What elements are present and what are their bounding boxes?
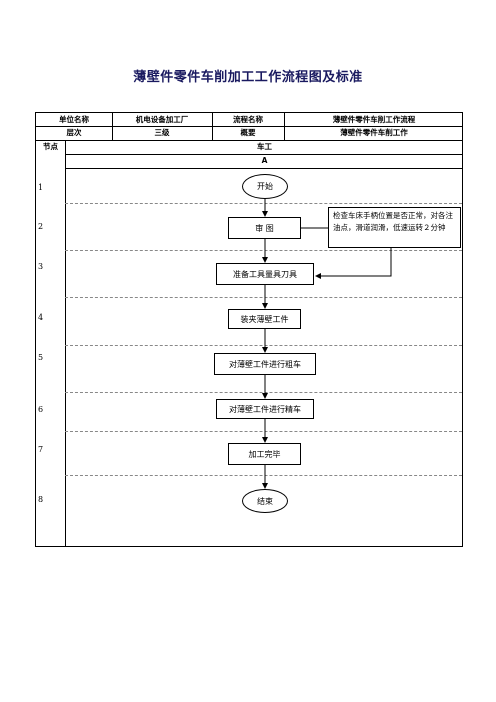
row-separator: [65, 392, 462, 393]
finish-turning-node: 对薄壁工件进行精车: [216, 399, 314, 419]
inspection-note: 检查车床手柄位置是否正常，对各注油点，滑道润滑，低速运转２分钟: [328, 207, 461, 248]
process-name-label: 流程名称: [233, 115, 263, 124]
unit-name-value: 机电设备加工厂: [135, 115, 189, 124]
divider: [36, 126, 462, 127]
level-value: 三级: [154, 128, 170, 137]
flow-arrows: [262, 199, 392, 489]
clamp-workpiece-node: 装夹薄壁工件: [228, 309, 301, 329]
row-separator: [65, 345, 462, 346]
row-separator: [65, 203, 462, 204]
step-number: 6: [38, 405, 44, 414]
end-node: 结束: [242, 489, 288, 513]
node-label: 节点: [43, 142, 58, 151]
process-name-value: 薄壁件零件车削工作流程: [332, 115, 416, 124]
step-number: 4: [38, 313, 44, 322]
divider: [65, 140, 66, 546]
divider: [65, 168, 462, 169]
summary-value: 薄壁件零件车削工作: [340, 128, 408, 137]
step-number: 8: [38, 495, 44, 504]
step-number: 2: [38, 222, 44, 231]
row-separator: [65, 431, 462, 432]
divider: [65, 154, 462, 155]
step-number: 5: [38, 353, 44, 362]
step-number: 7: [38, 445, 44, 454]
level-label: 层次: [66, 128, 82, 137]
divider: [284, 113, 285, 140]
page-title: 薄壁件零件车削加工工作流程图及标准: [133, 70, 363, 85]
divider: [212, 113, 213, 140]
row-separator: [65, 250, 462, 251]
row-separator: [65, 297, 462, 298]
machining-complete-node: 加工完毕: [228, 443, 301, 465]
prepare-tools-node: 准备工具量具刀具: [216, 263, 314, 285]
divider: [36, 140, 462, 141]
rough-turning-node: 对薄壁工件进行粗车: [214, 353, 316, 375]
step-number: 1: [38, 183, 44, 192]
department-code: A: [261, 156, 268, 165]
flowchart-table: 单位名称 机电设备加工厂 流程名称 薄壁件零件车削工作流程 层次 三级 概要 薄…: [35, 112, 463, 547]
unit-name-label: 单位名称: [59, 115, 89, 124]
review-drawing-node: 审 图: [228, 217, 301, 239]
start-node: 开始: [242, 174, 288, 199]
summary-label: 概要: [240, 128, 256, 137]
step-number: 3: [38, 262, 44, 271]
divider: [112, 113, 113, 140]
row-separator: [65, 475, 462, 476]
department-label: 车工: [257, 142, 272, 151]
